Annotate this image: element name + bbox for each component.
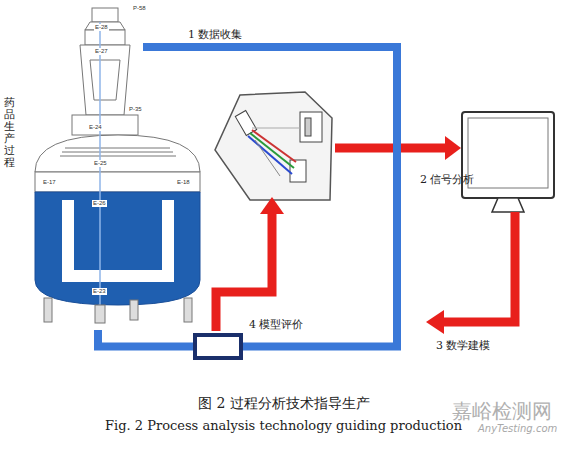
spectrometer [215,92,332,200]
data-line-stub [143,43,206,51]
reactor-drawing [35,8,200,323]
data-flow-line [205,47,397,347]
node-heading: 4 模型评价 [249,317,304,332]
part-number: E-18 [176,179,191,186]
part-number: E-26 [92,200,107,207]
part-number: E-27 [94,48,109,55]
computer-monitor [462,112,554,212]
part-number: E-17 [42,179,57,186]
node-heading: 药品生产过程 [4,97,15,170]
watermark: 嘉峪检测网 [452,398,552,425]
figure-caption: 图 2 过程分析技术指导生产 [198,395,370,413]
part-number: E-23 [92,288,107,295]
part-number: E-25 [93,160,108,167]
part-number: P-35 [128,106,143,113]
step-label: 2 信号分析 [420,172,475,187]
step-label: 3 数学建模 [436,338,491,353]
data-flow-line [98,330,193,347]
part-number: E-28 [94,24,109,31]
part-number: P-58 [132,5,147,12]
edge-label: 1 数据收集 [186,27,245,42]
watermark: AnyTesting.com [478,423,557,434]
part-number: E-24 [88,124,103,131]
red-arrows [216,136,515,334]
model-box: 4 模型评价 [193,333,243,360]
figure-caption-en: Fig. 2 Process analysis technology guidi… [105,418,462,433]
